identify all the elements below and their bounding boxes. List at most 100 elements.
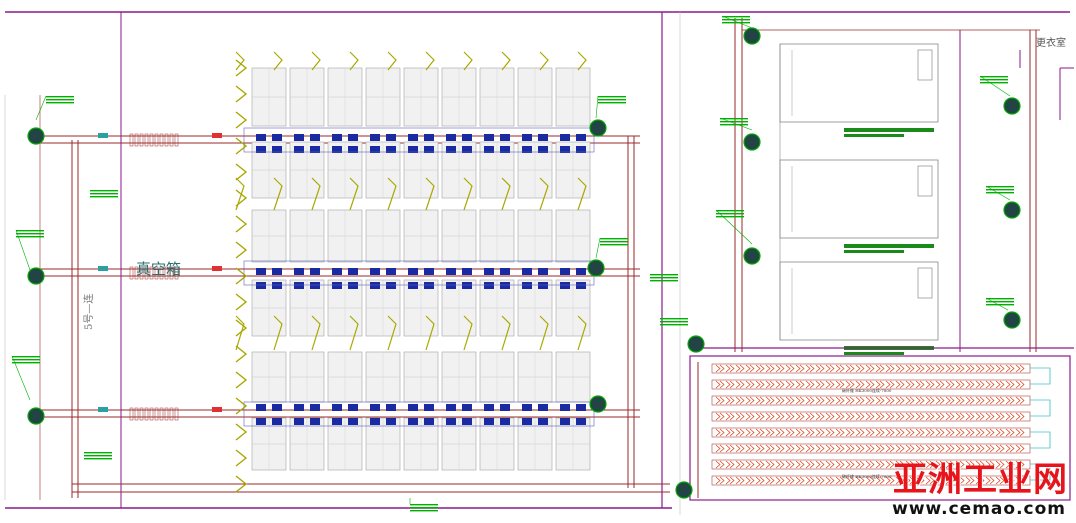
roller-chevron [985, 412, 995, 421]
callout-10-text [986, 301, 1014, 303]
yellow-bracket [235, 345, 248, 363]
roller-chevron [745, 444, 755, 453]
blue-unit [386, 404, 396, 411]
conveyor-roller [169, 133, 174, 147]
cooling-pipe [1030, 472, 1051, 481]
callout-7-text [716, 213, 744, 215]
conveyor-roller [129, 407, 134, 421]
callout-12-text [650, 274, 678, 276]
drive-motor-icon [743, 27, 761, 45]
roller-chevron [995, 476, 1005, 485]
blue-unit [256, 146, 266, 153]
changing-room-label: 更衣室 [1036, 38, 1066, 49]
blue-unit [560, 282, 570, 289]
roller-chevron [875, 460, 885, 469]
roller-chevron [805, 396, 815, 405]
roller-chevron [745, 476, 755, 485]
roller-chevron [825, 364, 835, 373]
roller-chevron [855, 476, 865, 485]
blue-unit [294, 418, 304, 425]
roller-chevron [835, 460, 845, 469]
roller-chevron [975, 476, 985, 485]
roller-chevron [825, 476, 835, 485]
roller-chevron [915, 460, 925, 469]
roller-chevron [945, 396, 955, 405]
roller-chevron [875, 396, 885, 405]
roller-chevron [915, 412, 925, 421]
yellow-bracket [577, 177, 587, 211]
roller-chevron [995, 460, 1005, 469]
cooling-pipe [1030, 440, 1051, 449]
roller-chevron [865, 364, 875, 373]
roller-chevron [715, 428, 725, 437]
roller-chevron [725, 380, 735, 389]
roller-chevron [845, 412, 855, 421]
blue-unit [272, 404, 282, 411]
roller-chevron [1005, 444, 1015, 453]
roller-chevron [1015, 460, 1025, 469]
blue-unit [370, 418, 380, 425]
roller-chevron [945, 444, 955, 453]
roller-chevron [765, 428, 775, 437]
roller-chevron [835, 444, 845, 453]
module-band [243, 127, 595, 153]
roller-chevron [955, 428, 965, 437]
drive-motor-body [675, 481, 693, 499]
roller-chevron [745, 380, 755, 389]
roller-chevron [865, 412, 875, 421]
right-machine-block [700, 18, 1074, 355]
roller-chevron [925, 444, 935, 453]
drive-motor-icon [743, 133, 761, 151]
roller-chevron [805, 412, 815, 421]
roller-chevron [805, 364, 815, 373]
yellow-bracket [235, 475, 248, 493]
blue-unit [500, 146, 510, 153]
roller-chevron [795, 428, 805, 437]
callout-1-text [16, 236, 44, 238]
drive-motor-body [27, 267, 45, 285]
callout-11-text [90, 190, 118, 192]
drive-motor-icon [27, 267, 45, 285]
roller-chevron [975, 444, 985, 453]
callout-9-text [986, 192, 1014, 194]
blue-unit [484, 282, 494, 289]
callout-13-text [660, 321, 688, 323]
drawing-frames [4, 11, 1070, 515]
watermark-brand: 亚洲工业网 [893, 460, 1068, 500]
roller-chevron [975, 396, 985, 405]
roller-chevron [915, 396, 925, 405]
roller-chevron [715, 444, 725, 453]
drive-motor-icon [1003, 97, 1021, 115]
machine-bay-bar [844, 128, 934, 132]
roller-chevron [905, 476, 915, 485]
roller-chevron [925, 380, 935, 389]
roller-chevron [885, 476, 895, 485]
blue-unit [484, 268, 494, 275]
yellow-bracket [463, 51, 473, 71]
yellow-bracket [235, 319, 248, 337]
yellow-bracket [235, 111, 248, 129]
conveyor-roller [169, 266, 174, 280]
roller-chevron [965, 444, 975, 453]
conveyor-roller [139, 407, 144, 421]
yellow-bracket [463, 315, 473, 351]
blue-unit [500, 268, 510, 275]
roller-chevron [865, 380, 875, 389]
machine-bay-2 [779, 159, 939, 239]
blue-unit [446, 268, 456, 275]
drive-motor-body [687, 335, 705, 353]
conveyor-roller [164, 407, 169, 421]
roller-chevron [865, 428, 875, 437]
roller-chevron [755, 428, 765, 437]
yellow-bracket [235, 163, 248, 181]
roller-chevron [985, 460, 995, 469]
roller-chevron [935, 364, 945, 373]
yellow-bracket [349, 51, 359, 71]
blue-unit [538, 134, 548, 141]
callout-9-text [986, 186, 1014, 188]
roller-chevron [715, 380, 725, 389]
roller-chevron [985, 380, 995, 389]
roller-chevron [845, 460, 855, 469]
roller-chevron [945, 364, 955, 373]
roller-chevron [965, 380, 975, 389]
